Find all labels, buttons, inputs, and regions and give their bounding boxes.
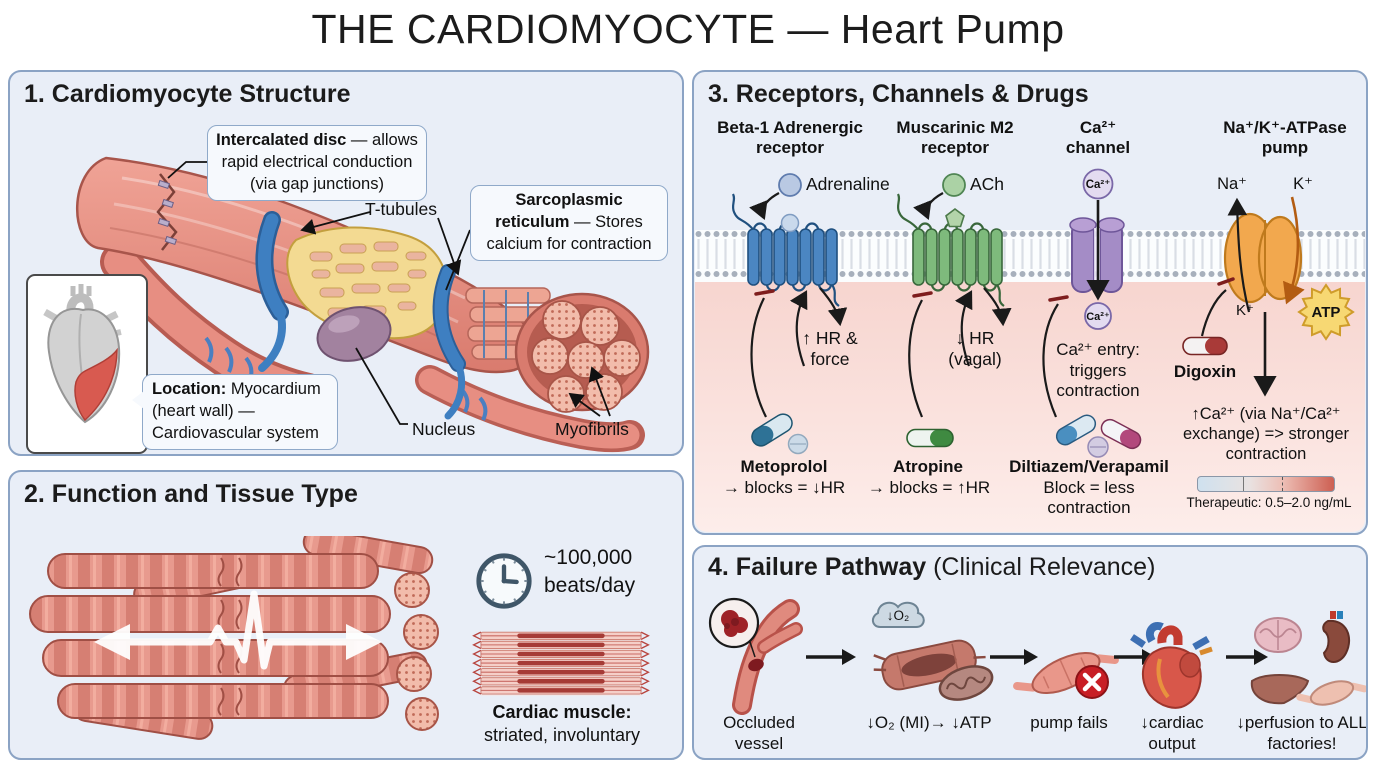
column-beta1-name: Beta-1 Adrenergic receptor [717, 118, 863, 158]
block-t-bars [754, 277, 1235, 302]
pathway-arrow-2 [990, 649, 1038, 665]
pathway-arrow-4 [1226, 649, 1268, 665]
cardiac-muscle-illustration [29, 536, 439, 740]
na-label: Na⁺ [1217, 175, 1247, 193]
kidney-icon [1322, 611, 1351, 663]
diltiazem-name: Diltiazem/Verapamil [1009, 457, 1169, 476]
m2-effect: ↓ HR (vagal) [948, 328, 1002, 370]
ach-icon [942, 173, 966, 197]
diltiazem-pills-icon [1055, 414, 1142, 458]
ach-label: ACh [970, 174, 1005, 194]
skeletal-muscle-icon [1296, 680, 1366, 706]
ca-ion-out-icon [1082, 168, 1114, 200]
o2-cloud-icon [872, 601, 925, 628]
beta1-effect: ↑ HR & force [802, 328, 858, 370]
x-icon [1082, 672, 1102, 692]
callout-intercalated-rest: — allows rapid electrical conduction (vi… [221, 131, 418, 193]
m2-receptor-icon [896, 193, 1005, 307]
panel-function-tissue: 2. Function and Tissue Type [8, 470, 684, 760]
ca-ion-out-label: Ca²⁺ [1085, 179, 1111, 191]
callout-location-rest: Myocardium (heart wall) — Cardiovascular… [152, 380, 321, 442]
label-t-tubules: T-tubules [365, 199, 437, 219]
panel-receptors-channels-drugs: 3. Receptors, Channels & Drugs [692, 70, 1368, 535]
page-title: THE CARDIOMYOCYTE — Heart Pump [311, 6, 1065, 52]
failing-heart-icon [1130, 622, 1213, 709]
atropine-pill-icon [906, 428, 954, 448]
ca-effect: Ca²⁺ entry: triggers contraction [1056, 340, 1140, 401]
tissue-type-bold: Cardiac muscle: [492, 702, 632, 722]
k-inside-label: K⁺ [1236, 302, 1254, 319]
panel-failure-pathway: 4. Failure Pathway (Clinical Relevance) [692, 545, 1368, 760]
metoprolol-effect: → blocks = ↓HR [722, 478, 846, 497]
failure-pathway-icons [708, 597, 1366, 715]
column-m2-name: Muscarinic M2 receptor [896, 118, 1014, 158]
step-label-perfusion: ↓perfusion to ALL factories! [1236, 713, 1368, 753]
ischemia-icon [872, 601, 994, 701]
beats-unit: beats/day [544, 574, 636, 598]
clock-icon [476, 553, 532, 609]
pump-fails-icon [1013, 651, 1119, 699]
column-pump-name: Na⁺/K⁺-ATPase pump [1223, 118, 1347, 158]
atp-star-icon [1297, 283, 1355, 341]
beta1-receptor-icon [731, 193, 840, 307]
column-ca-name: Ca²⁺ channel [1065, 118, 1131, 158]
metoprolol-pills-icon [751, 413, 809, 455]
tissue-type-rest: striated, involuntary [483, 725, 641, 745]
callout-sarcoplasmic-rest: — Stores calcium for contraction [486, 212, 652, 253]
membrane-receptors-diagram [695, 168, 1365, 532]
step-label-occluded: Occluded vessel [723, 713, 795, 753]
occluded-vessel-icon [708, 597, 803, 715]
callout-sarcoplasmic-bold: Sarcoplasmic reticulum [495, 191, 623, 231]
digoxin-effect: ↑Ca²⁺ (via Na⁺/Ca²⁺ exchange) => stronge… [1182, 405, 1350, 463]
label-myofibrils: Myofibrils [555, 419, 629, 439]
liver-icon [1250, 674, 1310, 705]
callout-sarcoplasmic-reticulum: Sarcoplasmic reticulum — Stores calcium … [470, 185, 668, 261]
callout-intercalated-disc: Intercalated disc — allows rapid electri… [207, 125, 427, 201]
brain-icon [1254, 617, 1302, 653]
step-label-pump-fails: pump fails [1030, 713, 1108, 732]
atropine-name: Atropine [893, 457, 963, 476]
contraction-arrow-ecg [94, 590, 382, 670]
striated-muscle-icon [472, 631, 650, 696]
metoprolol-name: Metoprolol [740, 457, 828, 476]
adrenaline-icon [778, 173, 802, 197]
beats-per-day: ~100,000 beats/day [544, 544, 664, 601]
organs-icon [1250, 611, 1366, 706]
o2-cloud-label: ↓O₂ [886, 608, 910, 623]
nak-pump-icon [1223, 212, 1303, 304]
pathway-arrow-1 [806, 649, 856, 665]
panel-cardiomyocyte-structure: 1. Cardiomyocyte Structure [8, 70, 684, 456]
atp-label: ATP [1311, 304, 1341, 321]
panel3-heading: 3. Receptors, Channels & Drugs [708, 80, 1089, 108]
step-label-o2-atp: ↓O₂ (MI)→ ↓ATP [866, 713, 992, 732]
ca-ion-in-label: Ca²⁺ [1086, 311, 1110, 323]
atropine-effect: → blocks = ↑HR [867, 478, 991, 497]
step-label-cardiac-output: ↓cardiac output [1140, 713, 1204, 753]
heart-icon [43, 284, 122, 424]
cardiomyocyte-illustration [76, 156, 650, 453]
panel2-heading: 2. Function and Tissue Type [24, 480, 358, 508]
callout-location: Location: Myocardium (heart wall) — Card… [132, 374, 338, 450]
panel4-heading-bold: 4. Failure Pathway [708, 553, 927, 581]
digoxin-name: Digoxin [1173, 362, 1237, 381]
diltiazem-effect: Block = less contraction [1043, 478, 1135, 518]
therapeutic-range-label: Therapeutic: 0.5–2.0 ng/mL [1186, 495, 1352, 510]
callout-location-bold: Location: [152, 380, 227, 398]
beats-value: ~100,000 [544, 546, 633, 569]
adrenaline-label: Adrenaline [806, 174, 890, 194]
ca-ion-in-icon [1084, 302, 1112, 330]
therapeutic-range-bar [1197, 476, 1335, 492]
heart-location-inset [26, 274, 148, 454]
callout-intercalated-bold: Intercalated disc [216, 131, 347, 149]
digoxin-pill-icon [1182, 336, 1228, 356]
panel4-heading: 4. Failure Pathway (Clinical Relevance) [708, 553, 1155, 582]
k-label: K⁺ [1293, 175, 1313, 193]
panel1-heading: 1. Cardiomyocyte Structure [24, 80, 351, 108]
panel4-heading-rest: (Clinical Relevance) [926, 553, 1156, 581]
label-nucleus: Nucleus [412, 419, 476, 439]
